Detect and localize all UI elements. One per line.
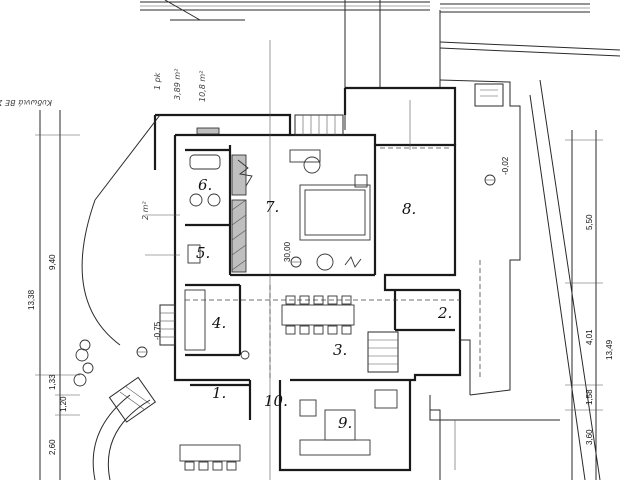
dim-left-outer: 13,38 bbox=[27, 289, 36, 310]
dim-right-outer: 13,49 bbox=[605, 339, 614, 360]
dim-right-mid: 4,01 bbox=[585, 329, 594, 345]
terrace-outline bbox=[429, 79, 601, 480]
curved-terrace bbox=[73, 114, 161, 480]
dim-left-mid-a: 1,33 bbox=[48, 374, 57, 390]
room-label-2: 2. bbox=[437, 304, 452, 322]
room-label-4: 4. bbox=[211, 314, 226, 332]
hatched-shafts bbox=[196, 127, 247, 273]
dim-left-mid-b: 1,20 bbox=[59, 396, 68, 412]
top-boundary-lines bbox=[140, 0, 621, 130]
lower-room-furniture bbox=[179, 389, 398, 471]
bathroom-fixtures bbox=[184, 154, 250, 360]
level-left-value: -0,75 bbox=[153, 321, 162, 340]
dining-table bbox=[281, 295, 355, 335]
room-label-10: 10. bbox=[264, 392, 288, 410]
room-label-5: 5. bbox=[196, 244, 210, 262]
dim-left-bottom: 2,60 bbox=[48, 439, 57, 455]
living-room-furniture bbox=[237, 149, 371, 271]
room-label-6: 6. bbox=[198, 176, 212, 194]
note-area-a: 3,89 m² bbox=[173, 68, 182, 100]
dashed-lines bbox=[185, 147, 481, 380]
note-top-left: 1 pk bbox=[153, 72, 162, 90]
room-label-8: 8. bbox=[402, 200, 416, 218]
room-label-7: 7. bbox=[265, 198, 279, 216]
house-walls bbox=[153, 86, 462, 472]
note-area-b: 10,8 m² bbox=[198, 70, 207, 102]
note-rotated: Κυδωνιά ΒΕ ΣΕ ΚΝ bbox=[0, 98, 52, 107]
dim-right-bottom: 3,60 bbox=[585, 429, 594, 445]
room-label-1: 1. bbox=[212, 384, 226, 402]
right-dimension-chain bbox=[565, 130, 603, 480]
level-markers bbox=[136, 174, 496, 358]
room-label-9: 9. bbox=[338, 414, 352, 432]
stairs bbox=[108, 114, 399, 423]
dim-right-mid-b: 1,58 bbox=[585, 389, 594, 405]
level-right-value: -0,02 bbox=[501, 156, 510, 175]
dim-right-top: 5,50 bbox=[585, 214, 594, 230]
left-dimension-chain bbox=[35, 110, 80, 480]
axis-lines bbox=[145, 40, 456, 480]
interior-walls bbox=[185, 145, 455, 420]
note-small: 2 m² bbox=[141, 201, 150, 220]
level-center-value: 30,00 bbox=[283, 241, 292, 262]
dim-left-top: 9,40 bbox=[48, 254, 57, 270]
room-label-3: 3. bbox=[333, 341, 347, 359]
